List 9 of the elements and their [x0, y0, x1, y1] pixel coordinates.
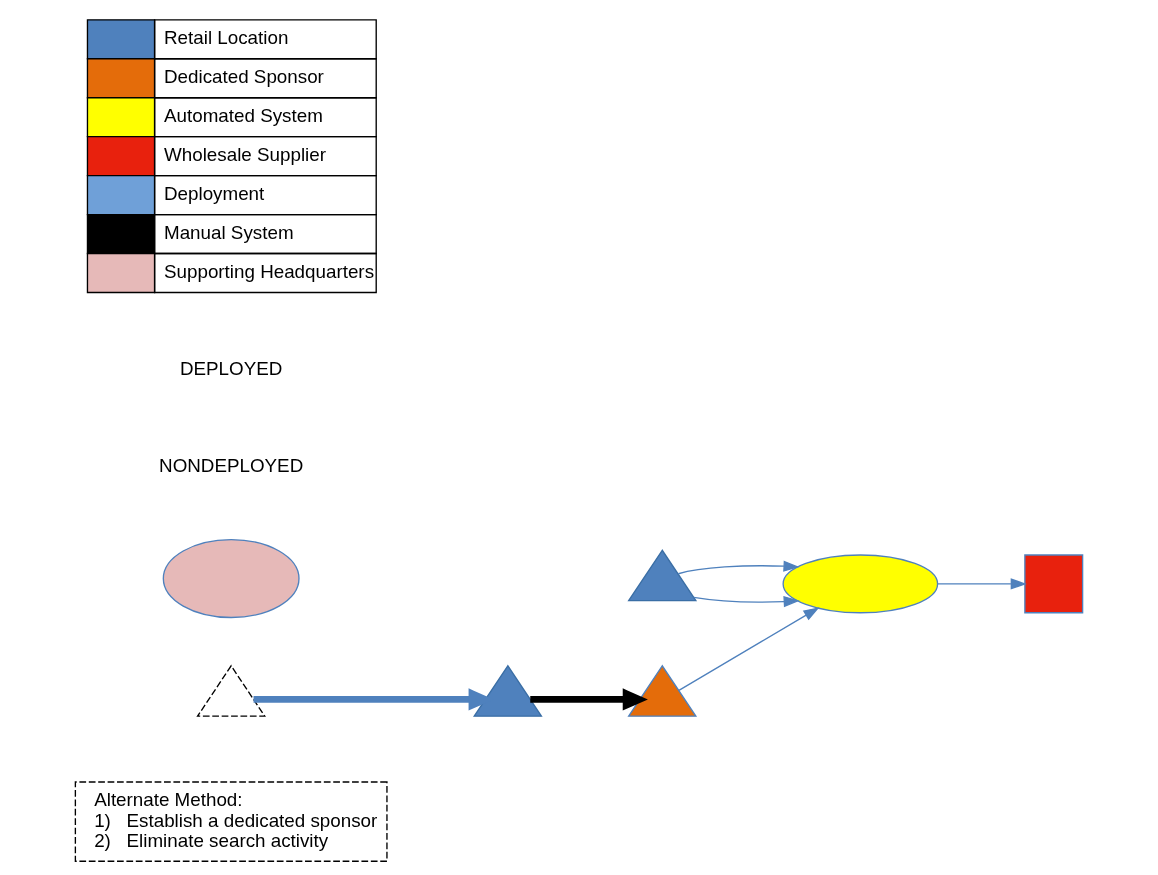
legend-label: Deployment [164, 183, 265, 205]
legend-label: Retail Location [164, 27, 289, 49]
legend-label: Wholesale Supplier [164, 144, 326, 166]
legend-label: Manual System [164, 222, 294, 243]
label: NONDEPLOYED [159, 455, 304, 477]
legend-label: Automated System [164, 105, 323, 127]
legend-label: Supporting Headquarters [164, 260, 375, 282]
legend-label: Dedicated Sponsor [164, 66, 324, 88]
label: DEPLOYED [179, 358, 283, 380]
